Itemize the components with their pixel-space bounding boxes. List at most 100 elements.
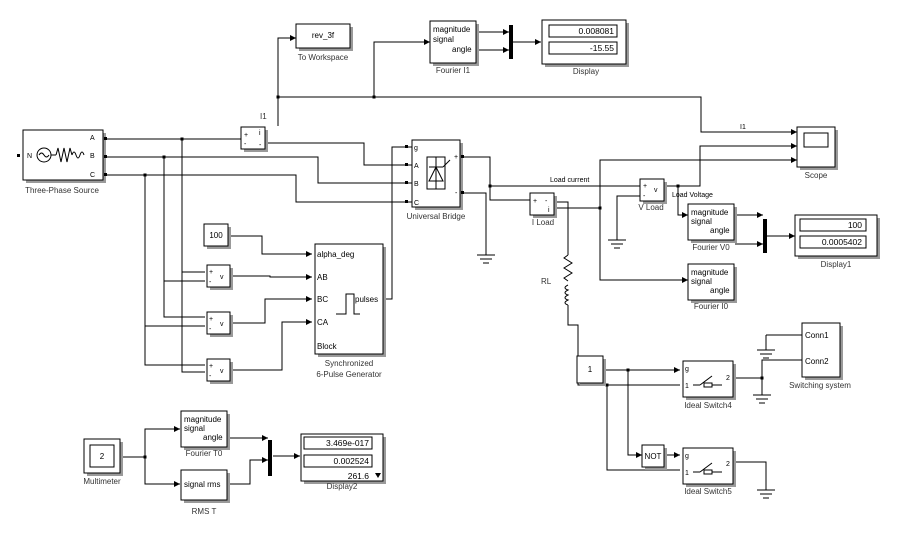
rl-load-icon[interactable]: RL — [541, 254, 573, 310]
svg-text:v: v — [654, 187, 658, 194]
to-workspace-value: rev_3f — [312, 31, 335, 40]
constant-100-block[interactable]: 100 — [203, 223, 231, 249]
to-workspace-caption: To Workspace — [298, 53, 349, 62]
display1-value-1: 100 — [848, 220, 862, 230]
fourier-v0-signal: signal — [691, 217, 712, 226]
voltmeter-ab-block[interactable]: + - v — [206, 264, 233, 290]
junction-dots — [143, 95, 764, 459]
load-voltage-label: Load Voltage — [672, 192, 713, 199]
conn2-label: Conn2 — [805, 357, 829, 366]
svg-text:+: + — [643, 183, 647, 190]
voltmeter-label: v — [220, 321, 224, 328]
rms-block[interactable]: signal rms RMS T — [180, 469, 230, 516]
port-n: N — [27, 153, 32, 160]
v-load-caption: V Load — [638, 203, 663, 212]
constant-100-value: 100 — [209, 231, 223, 240]
switch5-port-g: g — [685, 453, 689, 460]
load-current-label: Load current — [550, 177, 589, 184]
fourier-i0-angle: angle — [710, 286, 730, 295]
svg-text:+: + — [209, 363, 213, 370]
ideal-switch5-caption: Ideal Switch5 — [684, 487, 732, 496]
constant-1-block[interactable]: 1 — [576, 355, 606, 386]
fourier-i1-block[interactable]: magnitude signal angle Fourier I1 — [429, 20, 479, 75]
mux-bar-bottom[interactable] — [268, 440, 272, 476]
scroll-down-icon[interactable] — [375, 473, 381, 478]
i-load-caption: I Load — [532, 218, 554, 227]
current-measurement-i1-block[interactable]: + - i - I1 — [240, 112, 268, 152]
display-top-block[interactable]: 0.008081 -15.55 Display — [541, 19, 629, 76]
svg-text:+: + — [454, 154, 458, 161]
switch-icon — [693, 375, 722, 388]
svg-text:-: - — [209, 373, 212, 380]
to-workspace-block[interactable]: rev_3f To Workspace — [295, 23, 353, 62]
display1-block[interactable]: 100 0.0005402 Display1 — [794, 214, 880, 269]
mux-bar-right[interactable] — [763, 219, 767, 253]
fourier-t0-block[interactable]: magnitude signal angle Fourier T0 — [180, 410, 230, 458]
switch-icon — [693, 462, 722, 475]
bridge-port-g: g — [414, 145, 418, 152]
gen-port-pulses: pulses — [355, 295, 378, 304]
ground-icon — [757, 489, 775, 499]
sync-gen-caption-2: 6-Pulse Generator — [316, 370, 382, 379]
ground-icon — [753, 394, 771, 404]
display2-value-2: 0.002524 — [334, 456, 370, 466]
svg-text:+: + — [209, 316, 213, 323]
svg-text:-: - — [209, 326, 212, 333]
i1-wire-label: I1 — [740, 124, 746, 131]
fourier-i0-caption: Fourier I0 — [694, 302, 729, 311]
ideal-switch5-block[interactable]: g 1 2 Ideal Switch5 — [682, 447, 736, 496]
svg-text:-: - — [455, 190, 458, 197]
i1-meas-label: I1 — [260, 112, 267, 121]
fourier-t0-magnitude: magnitude — [184, 415, 222, 424]
constant-1-value: 1 — [588, 365, 593, 374]
display1-value-2: 0.0005402 — [822, 237, 862, 247]
display2-block[interactable]: 3.469e-017 0.002524 261.6 Display2 — [300, 433, 386, 491]
svg-text:+: + — [533, 198, 537, 205]
sync-pulse-generator-block[interactable]: alpha_deg AB BC CA Block pulses Synchron… — [314, 243, 386, 379]
svg-text:+: + — [244, 132, 248, 139]
fourier-t0-signal: signal — [184, 424, 205, 433]
multimeter-block[interactable]: 2 Multimeter — [83, 438, 123, 486]
fourier-i0-signal: signal — [691, 277, 712, 286]
fourier-i1-magnitude: magnitude — [433, 25, 471, 34]
ground-icon — [757, 349, 775, 359]
port-a: A — [90, 135, 95, 142]
fourier-i1-signal: signal — [433, 35, 454, 44]
display2-value-3: 261.6 — [348, 471, 370, 481]
switching-system-block[interactable]: Conn1 Conn2 Switching system — [789, 322, 851, 390]
ideal-switch4-block[interactable]: g 1 2 Ideal Switch4 — [682, 360, 736, 410]
svg-text:-: - — [209, 279, 212, 286]
display2-caption: Display2 — [327, 482, 358, 491]
i-load-block[interactable]: + - i I Load — [529, 192, 557, 227]
display2-value-1: 3.469e-017 — [326, 438, 369, 448]
rms-caption: RMS T — [192, 507, 217, 516]
voltmeter-label: v — [220, 368, 224, 375]
gen-port-block: Block — [317, 342, 338, 351]
svg-text:-: - — [244, 141, 247, 148]
switch5-port-1: 1 — [685, 470, 689, 477]
voltmeter-ca-block[interactable]: + - v — [206, 358, 233, 384]
fourier-v0-magnitude: magnitude — [691, 208, 729, 217]
universal-bridge-block[interactable]: g A B C + - Universal Bridge — [405, 139, 466, 221]
fourier-i0-block[interactable]: magnitude signal angle Fourier I0 — [687, 263, 737, 311]
scope-caption: Scope — [805, 171, 828, 180]
fourier-t0-caption: Fourier T0 — [186, 449, 223, 458]
voltmeter-bc-block[interactable]: + - v — [206, 311, 233, 337]
display1-caption: Display1 — [821, 260, 852, 269]
ground-icon — [477, 254, 495, 264]
fourier-v0-block[interactable]: magnitude signal angle Fourier V0 — [687, 203, 737, 252]
fourier-i1-caption: Fourier I1 — [436, 66, 471, 75]
not-block[interactable]: NOT — [641, 444, 667, 470]
fourier-i1-angle: angle — [452, 45, 472, 54]
thyristor-icon — [426, 156, 451, 190]
three-phase-source-block[interactable]: A B C N Three-Phase Source — [17, 129, 107, 195]
v-load-block[interactable]: + - v V Load — [638, 178, 667, 212]
multimeter-value: 2 — [100, 452, 105, 461]
switch4-port-g: g — [685, 366, 689, 373]
voltmeter-label: v — [220, 274, 224, 281]
wires — [107, 31, 802, 490]
sync-gen-caption-1: Synchronized — [325, 359, 373, 368]
pulse-icon — [336, 293, 360, 315]
mux-bar-top[interactable] — [509, 25, 513, 59]
scope-block[interactable]: Scope — [796, 126, 838, 180]
